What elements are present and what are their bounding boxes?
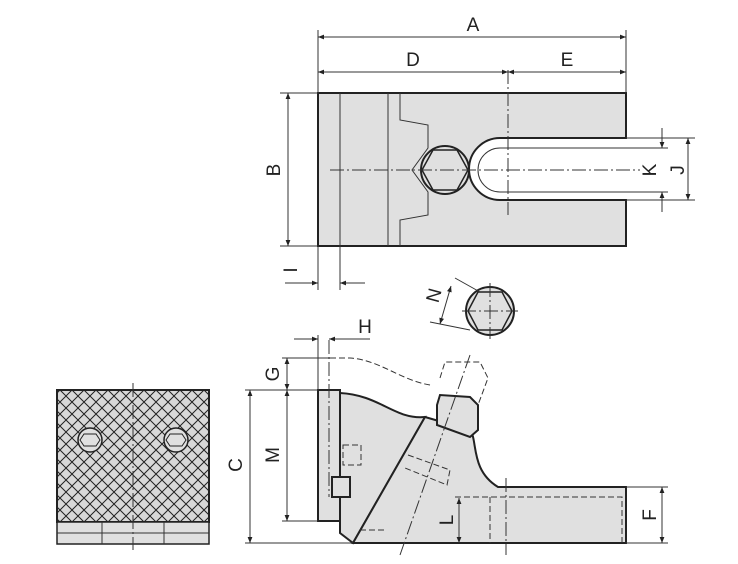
side-view: C M G H F L <box>226 317 668 556</box>
dim-label-J: J <box>668 165 689 175</box>
dim-label-A: A <box>467 15 480 36</box>
dim-label-M: M <box>263 447 284 463</box>
dim-label-L: L <box>437 515 458 526</box>
dim-label-D: D <box>406 50 420 71</box>
dim-label-F: F <box>640 509 661 521</box>
dim-label-G: G <box>263 367 284 382</box>
dim-label-H: H <box>358 317 372 338</box>
dim-label-C: C <box>226 458 247 472</box>
top-view: A D E B I K J <box>264 15 695 290</box>
hex-detail: N <box>423 277 518 339</box>
socket-screw-icon <box>163 427 189 453</box>
socket-screw-icon <box>77 427 103 453</box>
dim-label-K: K <box>640 163 661 176</box>
dim-label-I: I <box>281 267 302 272</box>
dim-label-E: E <box>561 50 574 71</box>
dim-label-N: N <box>423 286 447 305</box>
front-view <box>56 383 210 550</box>
dim-label-B: B <box>264 164 285 177</box>
